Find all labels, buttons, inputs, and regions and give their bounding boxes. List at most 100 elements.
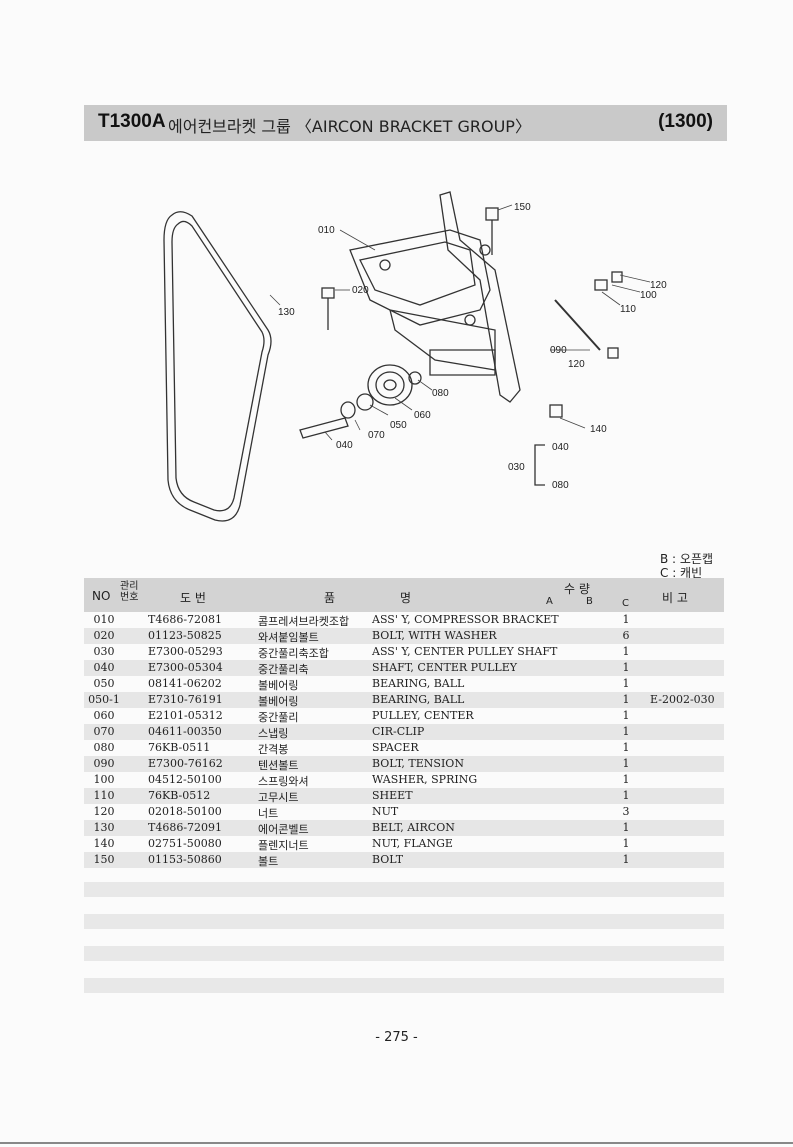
- row-no: 150: [93, 853, 115, 866]
- row-name-en: WASHER, SPRING: [372, 773, 478, 786]
- callout-030-080: 080: [552, 480, 569, 491]
- row-part-number: 76KB-0512: [148, 789, 211, 802]
- row-no: 060: [93, 709, 115, 722]
- legend-b: B : 오픈캡: [660, 552, 714, 566]
- parts-diagram: 010 020 130 150 120 100 110 090 120 080 …: [163, 191, 667, 522]
- table-row: 150 01153-50860 볼트 BOLT 1: [84, 852, 724, 868]
- header-mgmt: 관리번호: [120, 581, 139, 603]
- row-name-en: BOLT, TENSION: [372, 757, 464, 770]
- callout-060: 060: [414, 410, 431, 421]
- callout-030-040: 040: [552, 442, 569, 453]
- callout-090: 090: [550, 345, 567, 356]
- row-name-en: BELT, AIRCON: [372, 821, 455, 834]
- row-no: 050: [93, 677, 115, 690]
- row-part-number: E7300-05304: [148, 661, 223, 674]
- row-name-kr: 볼베어링: [258, 679, 299, 692]
- header-qty-a: A: [546, 596, 553, 607]
- row-name-en: BOLT, WITH WASHER: [372, 629, 497, 642]
- empty-row: [84, 914, 724, 929]
- header-name-en: 명: [400, 591, 412, 605]
- header-part-no: 도 번: [180, 591, 206, 605]
- row-name-en: PULLEY, CENTER: [372, 709, 474, 722]
- empty-row: [84, 946, 724, 961]
- row-qty: 6: [622, 629, 630, 642]
- group-number: (1300): [658, 111, 713, 132]
- row-name-kr: 간격봉: [258, 743, 289, 756]
- header-qty-b: B: [586, 596, 593, 607]
- row-part-number: 02018-50100: [148, 805, 222, 818]
- row-part-number: E7300-05293: [148, 645, 223, 658]
- header-remark: 비 고: [662, 591, 688, 605]
- row-qty: 1: [622, 789, 630, 802]
- row-part-number: 01153-50860: [148, 853, 222, 866]
- table-header: NO 관리번호 도 번 품 명 수 량 A B C 비 고: [84, 578, 724, 612]
- header-no: NO: [92, 589, 111, 603]
- row-name-kr: 스프링와셔: [258, 775, 309, 788]
- row-name-kr: 볼베어링: [258, 695, 299, 708]
- row-no: 130: [93, 821, 115, 834]
- empty-row: [84, 882, 724, 897]
- callout-120b: 120: [568, 359, 585, 370]
- callout-080: 080: [432, 388, 449, 399]
- row-name-en: BEARING, BALL: [372, 693, 465, 706]
- row-no: 020: [93, 629, 115, 642]
- row-name-en: ASS' Y, COMPRESSOR BRACKET: [372, 613, 559, 626]
- legend-c: C : 캐빈: [660, 566, 703, 580]
- callout-130: 130: [278, 307, 295, 318]
- header-qty: 수 량: [564, 582, 590, 596]
- row-qty: 3: [622, 805, 630, 818]
- callout-030: 030: [508, 462, 525, 473]
- row-name-kr: 고무시트: [258, 791, 299, 804]
- header-name-kr: 품: [324, 591, 336, 605]
- row-qty: 1: [622, 725, 630, 738]
- callout-040: 040: [336, 440, 353, 451]
- row-part-number: 02751-50080: [148, 837, 222, 850]
- callout-100: 100: [640, 290, 657, 301]
- row-name-en: NUT, FLANGE: [372, 837, 453, 850]
- row-part-number: E7300-76162: [148, 757, 223, 770]
- row-remark: E-2002-030: [650, 693, 715, 706]
- row-name-kr: 플렌지너트: [258, 839, 309, 852]
- row-no: 070: [93, 725, 115, 738]
- row-name-kr: 중간풀리축조합: [258, 647, 329, 660]
- row-name-en: SHAFT, CENTER PULLEY: [372, 661, 518, 674]
- header-qty-c: C: [622, 598, 629, 609]
- row-qty: 1: [622, 853, 630, 866]
- row-part-number: T4686-72091: [148, 821, 223, 834]
- row-no: 090: [93, 757, 115, 770]
- row-name-kr: 와셔붙임볼트: [258, 631, 319, 644]
- row-qty: 1: [622, 613, 630, 626]
- row-qty: 1: [622, 661, 630, 674]
- group-code: T1300A: [98, 111, 166, 132]
- row-part-number: E7310-76191: [148, 693, 223, 706]
- row-no: 040: [93, 661, 115, 674]
- row-no: 080: [93, 741, 115, 754]
- row-name-kr: 볼트: [258, 855, 279, 868]
- row-part-number: E2101-05312: [148, 709, 223, 722]
- row-no: 010: [93, 613, 115, 626]
- row-no: 100: [93, 773, 115, 786]
- row-name-kr: 콤프레셔브라켓조합: [258, 615, 350, 628]
- row-qty: 1: [622, 773, 630, 786]
- row-qty: 1: [622, 837, 630, 850]
- row-no: 030: [93, 645, 115, 658]
- callout-050: 050: [390, 420, 407, 431]
- row-name-kr: 텐션볼트: [258, 759, 299, 772]
- row-qty: 1: [622, 693, 630, 706]
- row-name-en: BOLT: [372, 853, 404, 866]
- table-row: 050-1 E7310-76191 볼베어링 BEARING, BALL 1 E-2002…: [84, 692, 724, 708]
- row-no: 050-1: [88, 693, 120, 706]
- row-name-kr: 너트: [258, 807, 279, 820]
- row-part-number: 08141-06202: [148, 677, 222, 690]
- row-name-en: CIR-CLIP: [372, 725, 425, 738]
- row-part-number: 01123-50825: [148, 629, 222, 642]
